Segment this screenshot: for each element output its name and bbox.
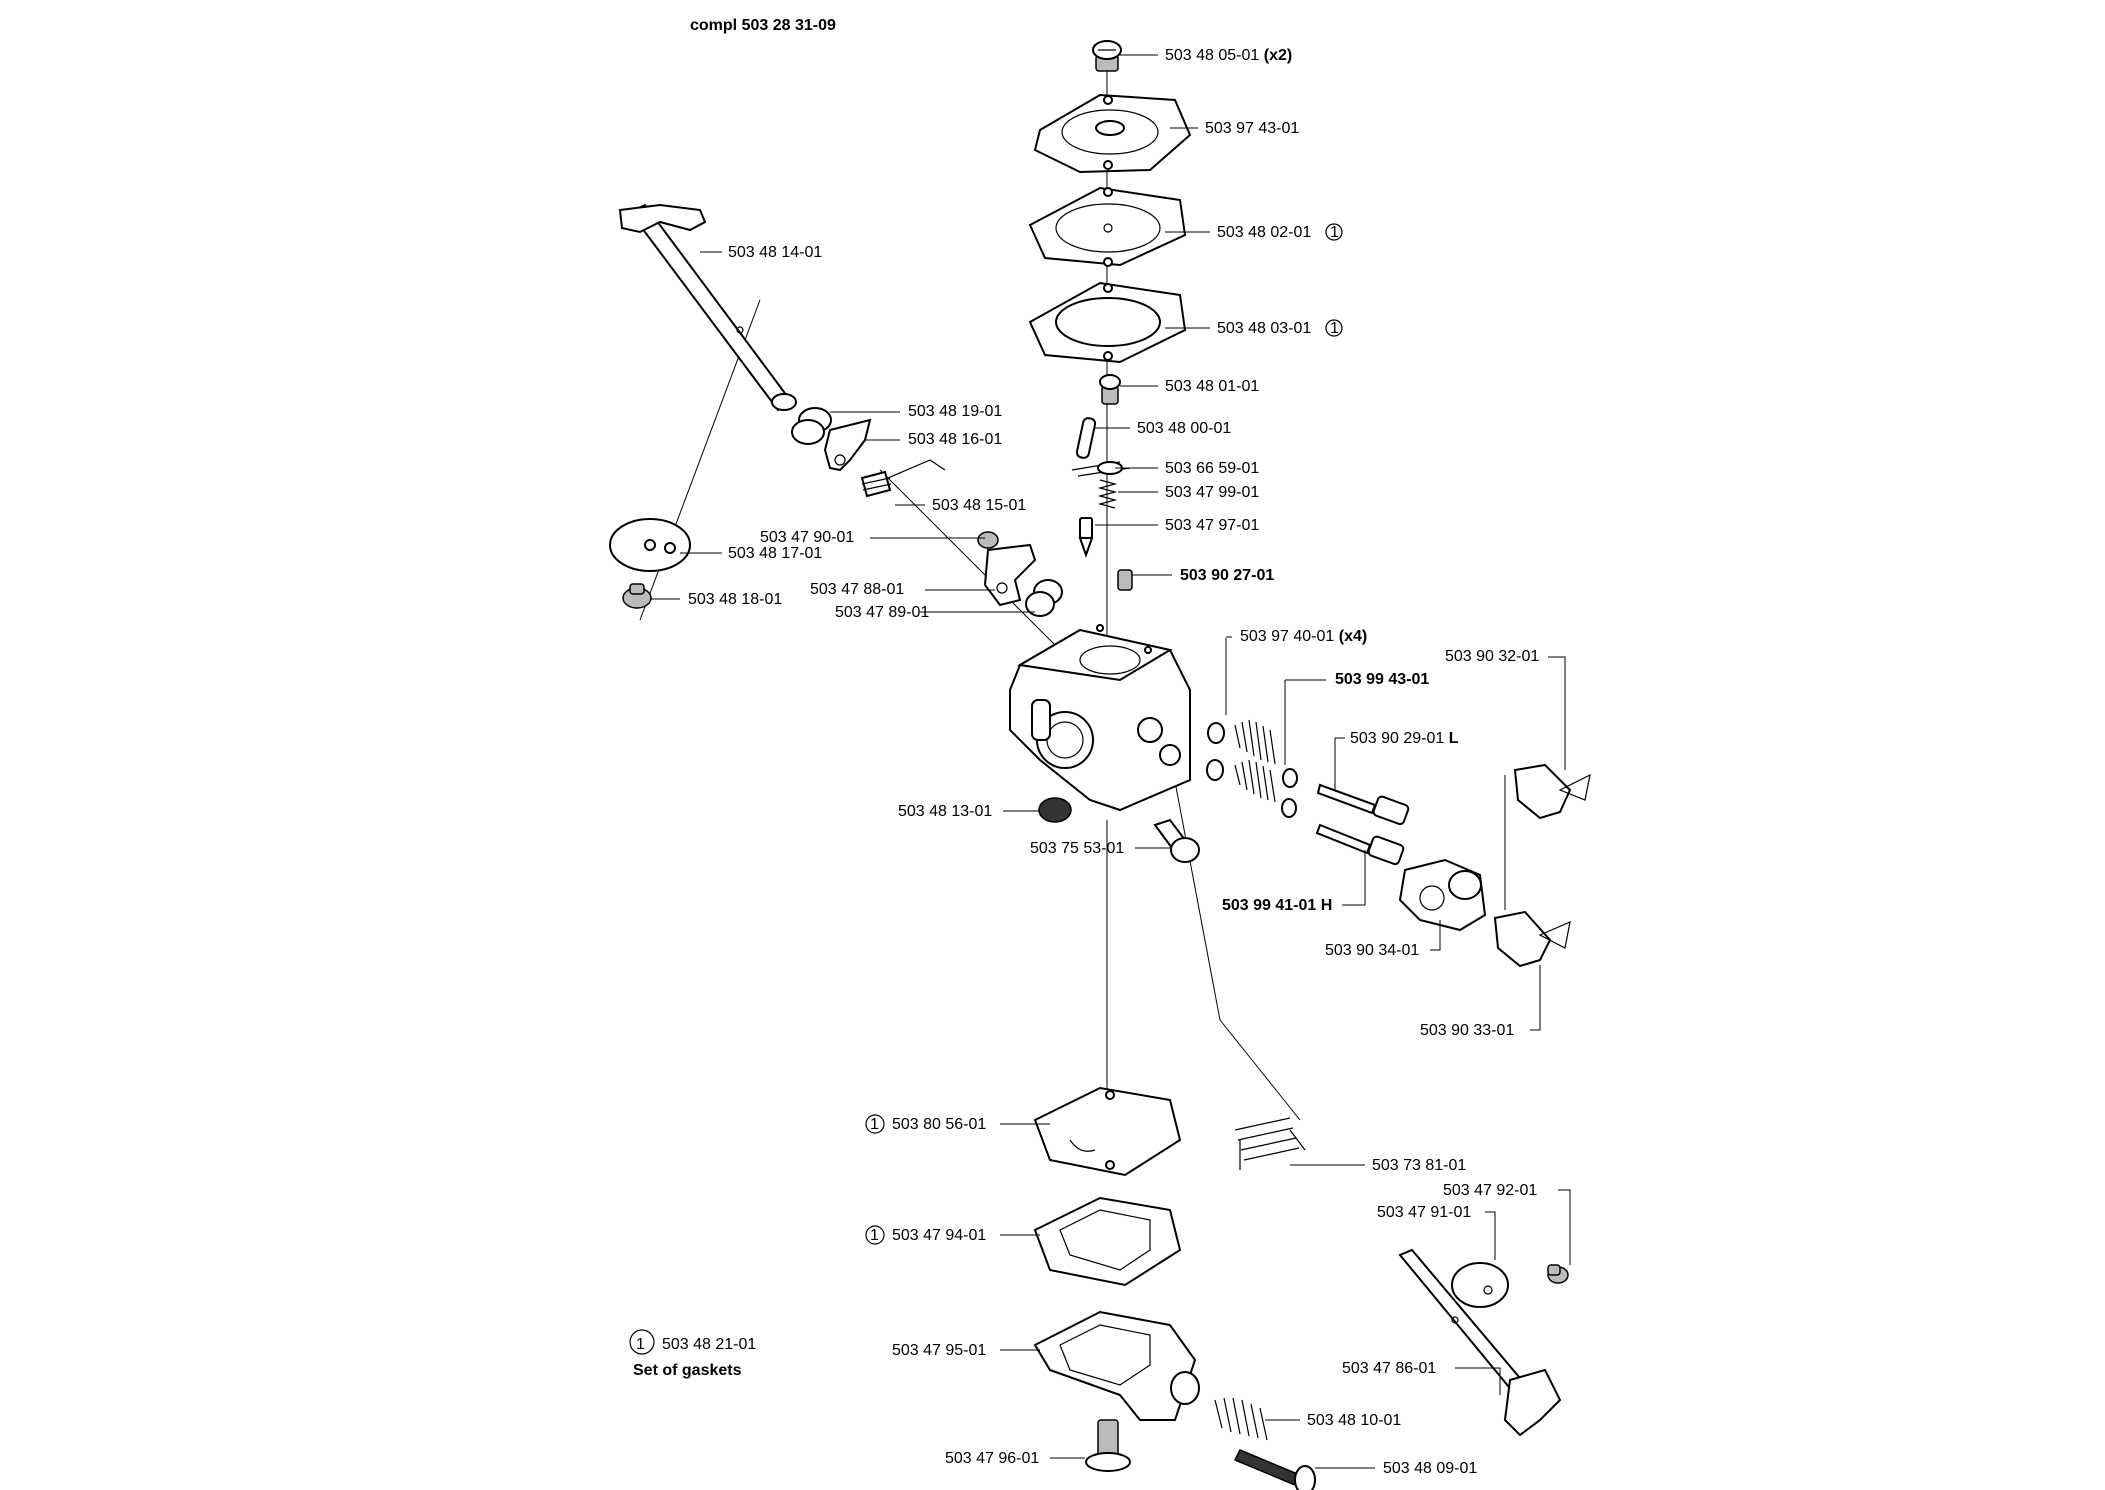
return-spring-icon	[860, 459, 946, 498]
choke-lever-icon	[1398, 1248, 1562, 1437]
bushing-icon	[791, 407, 832, 445]
limiter-cap-bottom-icon	[1493, 910, 1571, 968]
part-label: 503 90 34-01	[1325, 942, 1419, 959]
fuel-pump-gasket-icon	[1033, 1196, 1182, 1287]
part-label: 503 48 05-01 (x2)	[1165, 47, 1292, 64]
part-label: 503 47 90-01	[760, 529, 854, 546]
part-label: 503 90 32-01	[1445, 648, 1539, 665]
part-label: 503 48 00-01	[1137, 420, 1231, 437]
marker-text: 1	[870, 1116, 879, 1133]
filter-screen-icon	[1038, 797, 1072, 823]
throttle-shaft-icon	[618, 203, 797, 412]
part-label: 503 99 41-01 H	[1222, 897, 1332, 914]
lever-spring-icon	[1234, 1117, 1306, 1170]
leader-lines	[650, 54, 1571, 1469]
pin-icon	[1075, 417, 1097, 459]
limiter-cap-top-icon	[1513, 763, 1591, 820]
gasket-set-legend: 1 503 48 21-01 Set of gaskets	[629, 1329, 756, 1379]
gasket-set-marker-icon	[865, 1225, 885, 1245]
part-label: 503 99 43-01	[1335, 671, 1429, 688]
part-label: 503 47 95-01	[892, 1342, 986, 1359]
part-label: 503 47 99-01	[1165, 484, 1259, 501]
seal-icon	[1206, 722, 1298, 818]
legend-caption: Set of gaskets	[633, 1362, 742, 1379]
axis-line-rod-2	[1219, 1019, 1301, 1121]
adjust-screw-icon	[1233, 1449, 1316, 1490]
axis-line-lever	[879, 469, 1061, 651]
bracket-bushing-icon	[1025, 579, 1063, 617]
legend-part-number: 503 48 21-01	[662, 1336, 756, 1353]
gasket-set-marker-icon	[1325, 223, 1343, 241]
cable-bracket-icon	[983, 543, 1037, 607]
part-label: 503 48 02-01	[1217, 224, 1311, 241]
part-label: 503 47 96-01	[945, 1450, 1039, 1467]
gasket-set-marker-icon	[1325, 319, 1343, 337]
legend-marker: 1	[636, 1336, 645, 1353]
mixture-spring-icon	[1234, 719, 1276, 803]
metering-lever-icon	[1071, 461, 1131, 477]
part-label: 503 48 18-01	[688, 591, 782, 608]
part-label: 503 73 81-01	[1372, 1157, 1466, 1174]
part-label: 503 90 29-01 L	[1350, 730, 1459, 747]
spring-icon	[1097, 479, 1118, 509]
low-speed-needle-icon	[1316, 783, 1410, 826]
part-label: 503 48 16-01	[908, 431, 1002, 448]
part-label: 503 47 86-01	[1342, 1360, 1436, 1377]
part-label: 503 47 91-01	[1377, 1204, 1471, 1221]
throttle-plate-icon	[609, 518, 691, 572]
part-label: 503 90 27-01	[1180, 567, 1274, 584]
axis-line-rod	[1169, 754, 1221, 1021]
marker-text: 1	[870, 1227, 879, 1244]
part-label: 503 47 88-01	[810, 581, 904, 598]
small-screw-icon	[1099, 374, 1121, 405]
fitting-screw-icon	[1153, 818, 1200, 863]
carburetor-body-icon	[1009, 624, 1191, 812]
needle-icon	[1078, 517, 1094, 559]
part-label: 503 48 19-01	[908, 403, 1002, 420]
part-label: 503 97 40-01 (x4)	[1240, 628, 1367, 645]
gasket-set-marker-icon	[629, 1329, 655, 1355]
gasket-icon	[1028, 281, 1187, 364]
plate-screw-icon	[622, 583, 652, 609]
bottom-gasket-icon	[1033, 1086, 1182, 1177]
part-label: 503 48 03-01	[1217, 320, 1311, 337]
part-label: 503 47 97-01	[1165, 517, 1259, 534]
part-label: 503 48 17-01	[728, 545, 822, 562]
gasket-set-marker-icon	[865, 1114, 885, 1134]
pump-body-icon	[1033, 1310, 1200, 1421]
pump-spring-icon	[1214, 1397, 1268, 1441]
part-label: 503 48 01-01	[1165, 378, 1259, 395]
high-speed-needle-icon	[1315, 823, 1405, 866]
part-label: 503 48 15-01	[932, 497, 1026, 514]
diaphragm-icon	[1028, 186, 1187, 267]
limiter-housing-icon	[1398, 858, 1487, 932]
part-labels: 503 48 05-01 (x2) 503 97 43-01 503 48 02…	[688, 47, 1539, 1477]
screw-icon	[1092, 40, 1122, 72]
pump-cover-icon	[1033, 93, 1192, 174]
part-label: 503 48 14-01	[728, 244, 822, 261]
plug-icon	[1117, 569, 1133, 591]
choke-screw-icon	[1547, 1264, 1569, 1284]
part-label: 503 75 53-01	[1030, 840, 1124, 857]
bottom-screw-icon	[1085, 1419, 1131, 1472]
part-label: 503 97 43-01	[1205, 120, 1299, 137]
part-label: 503 47 89-01	[835, 604, 929, 621]
part-label: 503 47 92-01	[1443, 1182, 1537, 1199]
part-label: 503 48 09-01	[1383, 1460, 1477, 1477]
assembly-label: compl 503 28 31-09	[690, 17, 836, 34]
marker-text: 1	[1330, 320, 1339, 337]
throttle-lever-icon	[823, 418, 872, 472]
part-label: 503 90 33-01	[1420, 1022, 1514, 1039]
part-label: 503 48 13-01	[898, 803, 992, 820]
part-label: 503 48 10-01	[1307, 1412, 1401, 1429]
choke-plate-icon	[1451, 1262, 1509, 1308]
part-label: 503 66 59-01	[1165, 460, 1259, 477]
part-label: 503 47 94-01	[892, 1227, 986, 1244]
retainer-screw-icon	[977, 531, 999, 549]
part-label: 503 80 56-01	[892, 1116, 986, 1133]
marker-text: 1	[1330, 224, 1339, 241]
